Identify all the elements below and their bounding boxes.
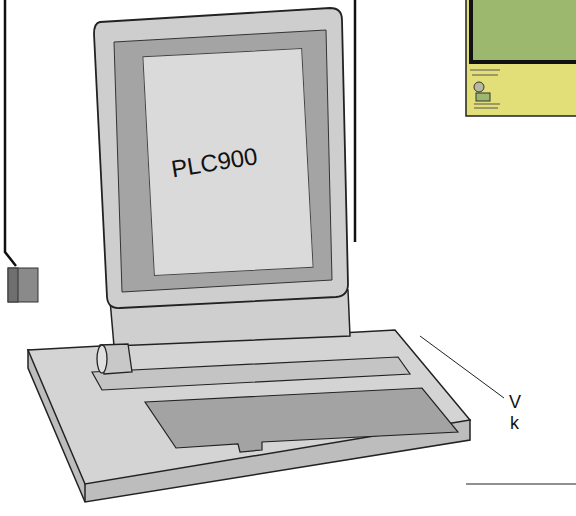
frame-line (466, 484, 576, 485)
hinge-bar (92, 357, 410, 390)
screen-bezel (114, 30, 332, 292)
frame-line (354, 0, 357, 242)
device-led (476, 93, 490, 101)
callout-label: V (509, 393, 521, 411)
hinge-cap (97, 345, 107, 373)
cable-plug (8, 268, 38, 302)
device-window (471, 0, 576, 62)
screen-text: PLC900 (164, 138, 263, 188)
screen-box: PLC900 (142, 48, 313, 276)
cable-plug-side (8, 268, 18, 302)
leader-line (420, 336, 504, 398)
laptop-edge (84, 484, 86, 502)
laptop-base (28, 330, 470, 484)
callout-label: k (510, 414, 519, 432)
device-button (474, 82, 484, 92)
device-print (470, 70, 500, 108)
laptop-lid (94, 8, 348, 308)
frame-line (5, 0, 16, 266)
keyboard (145, 388, 458, 452)
device-panel (466, 0, 576, 116)
